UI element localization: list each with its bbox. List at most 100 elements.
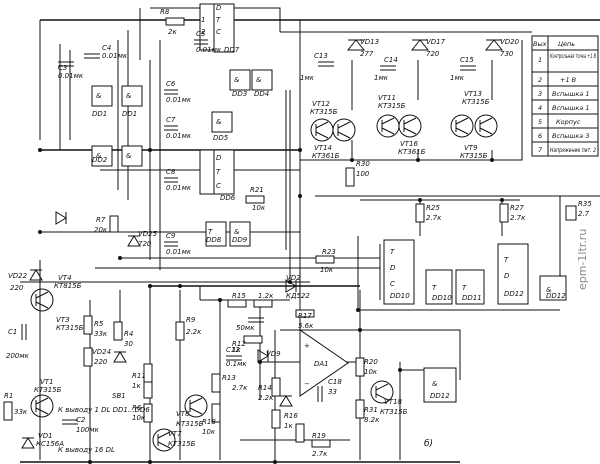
vd24-label: VD24: [92, 348, 111, 356]
r23-label: R23: [322, 248, 336, 256]
dd9-label: DD9: [232, 236, 248, 244]
r19-value: 2.7к: [312, 450, 328, 458]
vt4-type: КТ815Б: [54, 282, 82, 290]
svg-text:D: D: [390, 264, 396, 272]
k-note-2: К выводу 16 DL: [58, 446, 115, 454]
c5-label: С5: [196, 30, 206, 38]
dd7-label: DD7: [224, 46, 240, 54]
op-amp-da1: + − DA1: [299, 329, 349, 397]
c3-label: С3: [58, 64, 67, 72]
vt7-label: VT7: [168, 430, 182, 438]
r7-label: R7: [96, 216, 106, 224]
svg-text:T: T: [504, 256, 509, 264]
svg-text:2: 2: [201, 28, 206, 36]
r27-label: R27: [510, 204, 524, 212]
r6-value: 10к: [132, 414, 146, 422]
svg-text:T: T: [432, 284, 437, 292]
c15-label: С15: [460, 56, 474, 64]
c8-value: 0.01мк: [166, 184, 192, 192]
table-row-7-circuit: Напряжение пит. 2: [550, 146, 596, 154]
c1-value: 200мк: [6, 352, 30, 360]
c15-value: 1мк: [450, 74, 465, 82]
svg-text:T: T: [216, 16, 221, 24]
dd12-label: DD12: [504, 290, 524, 298]
r7-value: 20к: [94, 226, 108, 234]
r23-value: 10к: [320, 266, 334, 274]
vd13-label: VD13: [360, 38, 379, 46]
vt13-type: КТ315Б: [462, 98, 490, 106]
r15-value: 1.2к: [258, 292, 274, 300]
c12-label: С12: [226, 346, 240, 354]
c1-label: С1: [8, 328, 17, 336]
dd6-label: DD6: [220, 194, 236, 202]
r11-label: R11: [132, 372, 146, 380]
table-header-circuit: Цепь: [558, 40, 575, 48]
vt3-type: КТ315Б: [56, 324, 84, 332]
dd12b-label: DD12: [546, 292, 566, 300]
svg-text:+: +: [304, 342, 310, 350]
svg-text:&: &: [546, 286, 552, 294]
dd1-label: DD1: [92, 110, 107, 118]
r27-value: 2.7к: [510, 214, 526, 222]
vt16-label: VT16: [400, 140, 419, 148]
table-row-3-num: 3: [538, 90, 542, 98]
svg-text:C: C: [390, 280, 395, 288]
r12-value: 1к: [232, 346, 241, 354]
r19-label: R19: [312, 432, 326, 440]
r20-value: 10к: [364, 368, 378, 376]
svg-text:T: T: [208, 228, 213, 236]
r17-value: 5.6к: [298, 322, 314, 330]
r35-value: 2.7: [578, 210, 590, 218]
vd24-value: 220: [94, 358, 108, 366]
vd1-type: КС156А: [36, 440, 64, 448]
r1-value: 33к: [14, 408, 28, 416]
svg-text:1: 1: [201, 16, 205, 24]
c4-value: 0.01мк: [102, 52, 128, 60]
svg-text:T: T: [462, 284, 467, 292]
r4-value: 30: [124, 340, 133, 348]
svg-text:&: &: [126, 152, 132, 160]
r20-label: R20: [364, 358, 378, 366]
vd20-label: VD20: [500, 38, 520, 46]
vt9-type: КТ315Б: [460, 152, 488, 160]
r30-label: R30: [356, 160, 370, 168]
svg-text:&: &: [126, 92, 132, 100]
r5-value: 33к: [94, 330, 108, 338]
r35-label: R35: [578, 200, 592, 208]
sb1-label: SB1: [112, 392, 126, 400]
r17-label: R17: [298, 312, 312, 320]
c9-label: С9: [166, 232, 176, 240]
c13-value: 1мк: [300, 74, 315, 82]
component-labels: С4 0.01мк С3 0.01мк С6 0.01мк С7 0.01мк …: [4, 8, 592, 458]
vt1-type: КТ315Б: [34, 386, 62, 394]
c14-value: 1мк: [374, 74, 389, 82]
logic-blocks: 12 DT C DD7 & & DD1 DD1 & & DD2 & & DD3 …: [91, 3, 567, 403]
c18-label: С18: [328, 378, 342, 386]
dd8-label: DD8: [206, 236, 222, 244]
table-row-7-num: 7: [538, 146, 543, 154]
r4-label: R4: [124, 330, 133, 338]
svg-text:&: &: [96, 92, 102, 100]
r13-value: 2.7к: [232, 384, 248, 392]
c7-value: 0.01мк: [166, 132, 192, 140]
table-row-1-circuit: Контрольная точка +1 В: [550, 52, 596, 60]
c18-value: 33: [328, 388, 337, 396]
r16-label: R16: [284, 412, 298, 420]
capacitors: [21, 39, 476, 425]
diodes: [21, 39, 504, 449]
r1-label: R1: [4, 392, 13, 400]
k-note: К выводу 1 DL DD1...DD6: [58, 406, 150, 414]
dd2-label: DD2: [92, 156, 108, 164]
dd11-label: DD11: [462, 294, 482, 302]
r11-value: 1к: [132, 382, 141, 390]
svg-text:&: &: [96, 152, 102, 160]
figure-label: б): [424, 439, 433, 449]
vt14-label: VT14: [314, 144, 332, 152]
vt8-label: VT8: [176, 410, 190, 418]
table-header-num: Вых: [533, 40, 547, 48]
vt18-type: КТ315Б: [380, 408, 408, 416]
c13-label: С13: [314, 52, 328, 60]
watermark: epm-1ltr.ru: [576, 229, 589, 290]
r14-value: 2.2к: [258, 394, 274, 402]
